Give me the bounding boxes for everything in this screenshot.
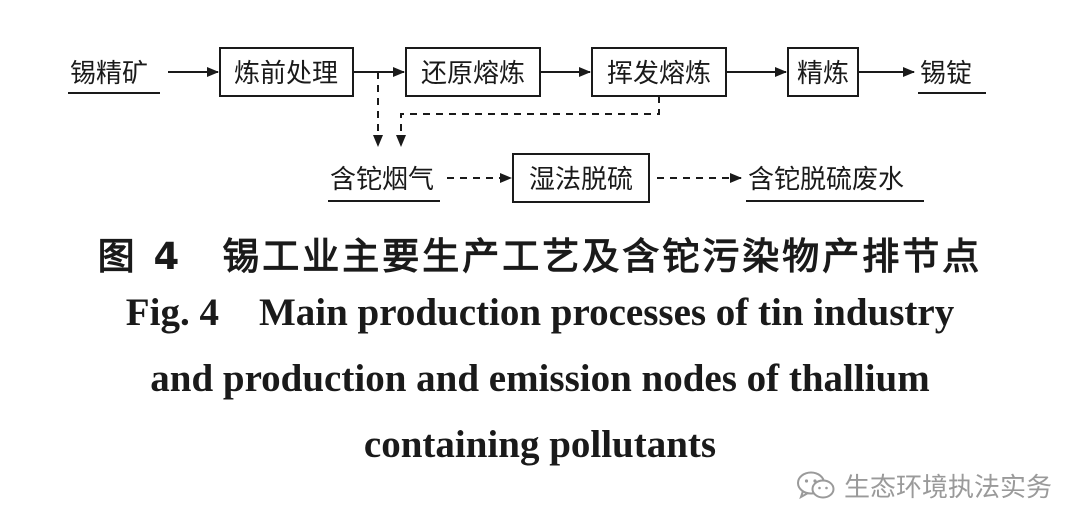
caption-chinese: 图 4 锡工业主要生产工艺及含铊污染物产排节点 <box>0 226 1080 280</box>
step-label-4: 精炼 <box>797 59 849 89</box>
caption-en-line1: Main production processes of tin industr… <box>258 291 955 334</box>
desulfurization-box <box>512 153 650 203</box>
step-label-2: 还原熔炼 <box>421 59 525 89</box>
process-flow-diagram: 锡精矿 炼前处理 还原熔炼 挥发熔炼 精炼 锡锭 含铊烟气 湿法脱硫 含铊脱硫废… <box>68 47 986 203</box>
caption-english-line-1: Fig. 4 Main production processes of tin i… <box>0 290 1080 335</box>
desulfurization-label: 湿法脱硫 <box>529 165 633 195</box>
caption-cn-number: 图 4 <box>97 235 183 278</box>
source-label: 锡精矿 <box>70 59 148 89</box>
product-label: 锡锭 <box>920 59 972 89</box>
wastewater-label: 含铊脱硫废水 <box>748 165 904 195</box>
flue-gas-label: 含铊烟气 <box>330 165 434 195</box>
caption-en-number: Fig. 4 <box>125 291 219 334</box>
step-label-1: 炼前处理 <box>234 59 338 89</box>
watermark-text: 生态环境执法实务 <box>843 473 1052 503</box>
dashed-connector-step3-to-flue-gas <box>396 96 660 147</box>
wechat-logo-icon <box>796 471 835 499</box>
step-label-3: 挥发熔炼 <box>607 59 711 89</box>
watermark: 生态环境执法实务 <box>796 467 1052 504</box>
caption-cn-title: 锡工业主要生产工艺及含铊污染物产排节点 <box>222 235 983 278</box>
caption-english-line-2: and production and emission nodes of tha… <box>150 357 930 400</box>
caption-english-line-3: containing pollutants <box>363 423 717 466</box>
